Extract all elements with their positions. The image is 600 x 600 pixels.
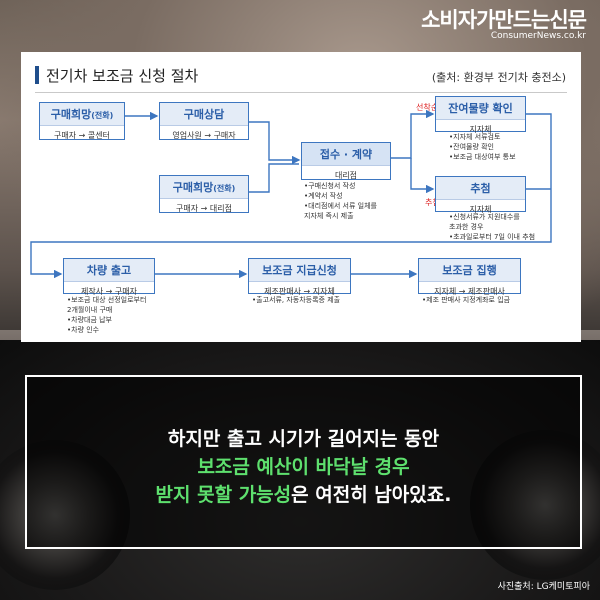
reception-notes: •구매신청서 작성 •계약서 작성 •대리점에서 서류 일체를 지자체 즉시 제… (304, 182, 377, 220)
vehicle-release-notes: •보조금 대상 선정일로부터 2개월이내 구매 •차량대금 납부 •차량 인수 (67, 296, 147, 334)
step-subsidy-request: 보조금 지급신청 제조판매사 → 지자체 (248, 258, 351, 296)
caption-line-3-highlight: 받지 못할 가능성 (155, 484, 292, 506)
step-subtitle: 구매자 → 콜센터 (54, 131, 110, 140)
step-purchase-hope-visit: 구매희망(전화) 구매자 → 대리점 (159, 175, 249, 213)
lottery-notes: •신청서류가 지원대수를 초과한 경우 •초과일로부터 7일 이내 추첨 (449, 213, 536, 241)
step-subtitle: 대리점 (334, 171, 358, 180)
step-purchase-consult: 구매상담 영업사원 → 구매자 (159, 102, 249, 140)
logo-text: 소비자가만드는신문 (421, 8, 587, 32)
step-subtitle: 지자체 (469, 125, 492, 134)
caption-line-3-rest: 은 여전히 남아있죠. (291, 484, 452, 506)
photo-credit: 사진출처: LG케미토피아 (497, 582, 590, 592)
budget-check-notes: •지자체 서류검토 •잔여물량 확인 •보조금 대상여부 통보 (449, 133, 516, 161)
step-purchase-hope-phone: 구매희망(전화) 구매자 → 콜센터 (39, 102, 125, 140)
step-title: 추첨 (436, 177, 525, 200)
step-budget-check: 잔여물량 확인 지자체 (435, 96, 526, 134)
step-subtitle: 제작사 → 구매자 (81, 287, 137, 296)
divider (35, 92, 567, 93)
step-title: 잔여물량 확인 (436, 97, 525, 120)
first-come-tag: 선착순 (416, 103, 439, 112)
title-accent-bar (35, 66, 39, 84)
caption-line-3: 받지 못할 가능성은 여전히 남아있죠. (27, 481, 580, 509)
procedure-panel: 전기차 보조금 신청 절차 (출처: 환경부 전기차 충전소) (21, 52, 581, 342)
logo-url: ConsumerNews.co.kr (490, 31, 586, 41)
step-title: 구매희망(전화) (40, 103, 124, 126)
step-subtitle: 제조판매사 → 지자체 (264, 287, 335, 296)
step-title: 보조금 집행 (419, 259, 520, 282)
step-title: 접수 · 계약 (302, 143, 390, 166)
subsidy-request-notes: •출고서류, 자동차등록증 제출 (252, 296, 341, 304)
caption-box: 하지만 출고 시기가 길어지는 동안 보조금 예산이 바닥날 경우 받지 못할 … (25, 375, 582, 549)
step-title: 차량 출고 (64, 259, 154, 282)
step-lottery: 추첨 지자체 (435, 176, 526, 214)
step-subtitle: 지자체 (469, 205, 492, 214)
panel-source: (출처: 환경부 전기차 충전소) (431, 71, 566, 84)
panel-title: 전기차 보조금 신청 절차 (46, 67, 199, 85)
caption-line-1: 하지만 출고 시기가 길어지는 동안 (167, 428, 440, 450)
step-vehicle-release: 차량 출고 제작사 → 구매자 (63, 258, 155, 296)
step-subtitle: 지자체 → 제조판매사 (434, 287, 505, 296)
subsidy-execution-notes: •제조 판매사 지정계좌로 입금 (422, 296, 511, 304)
publisher-logo: 소비자가만드는신문 ConsumerNews.co.kr (421, 8, 587, 42)
lottery-tag: 추첨 (425, 198, 440, 207)
step-title: 구매희망(전화) (160, 176, 248, 199)
step-subtitle: 구매자 → 대리점 (176, 204, 232, 213)
step-reception-contract: 접수 · 계약 대리점 (301, 142, 391, 180)
caption-line-2: 보조금 예산이 바닥날 경우 (197, 456, 410, 478)
flow-connectors (30, 109, 552, 279)
step-title: 구매상담 (160, 103, 248, 126)
step-subsidy-execution: 보조금 집행 지자체 → 제조판매사 (418, 258, 521, 296)
step-subtitle: 영업사원 → 구매자 (172, 131, 236, 140)
step-title: 보조금 지급신청 (249, 259, 350, 282)
caption-text: 하지만 출고 시기가 길어지는 동안 보조금 예산이 바닥날 경우 받지 못할 … (27, 425, 580, 509)
